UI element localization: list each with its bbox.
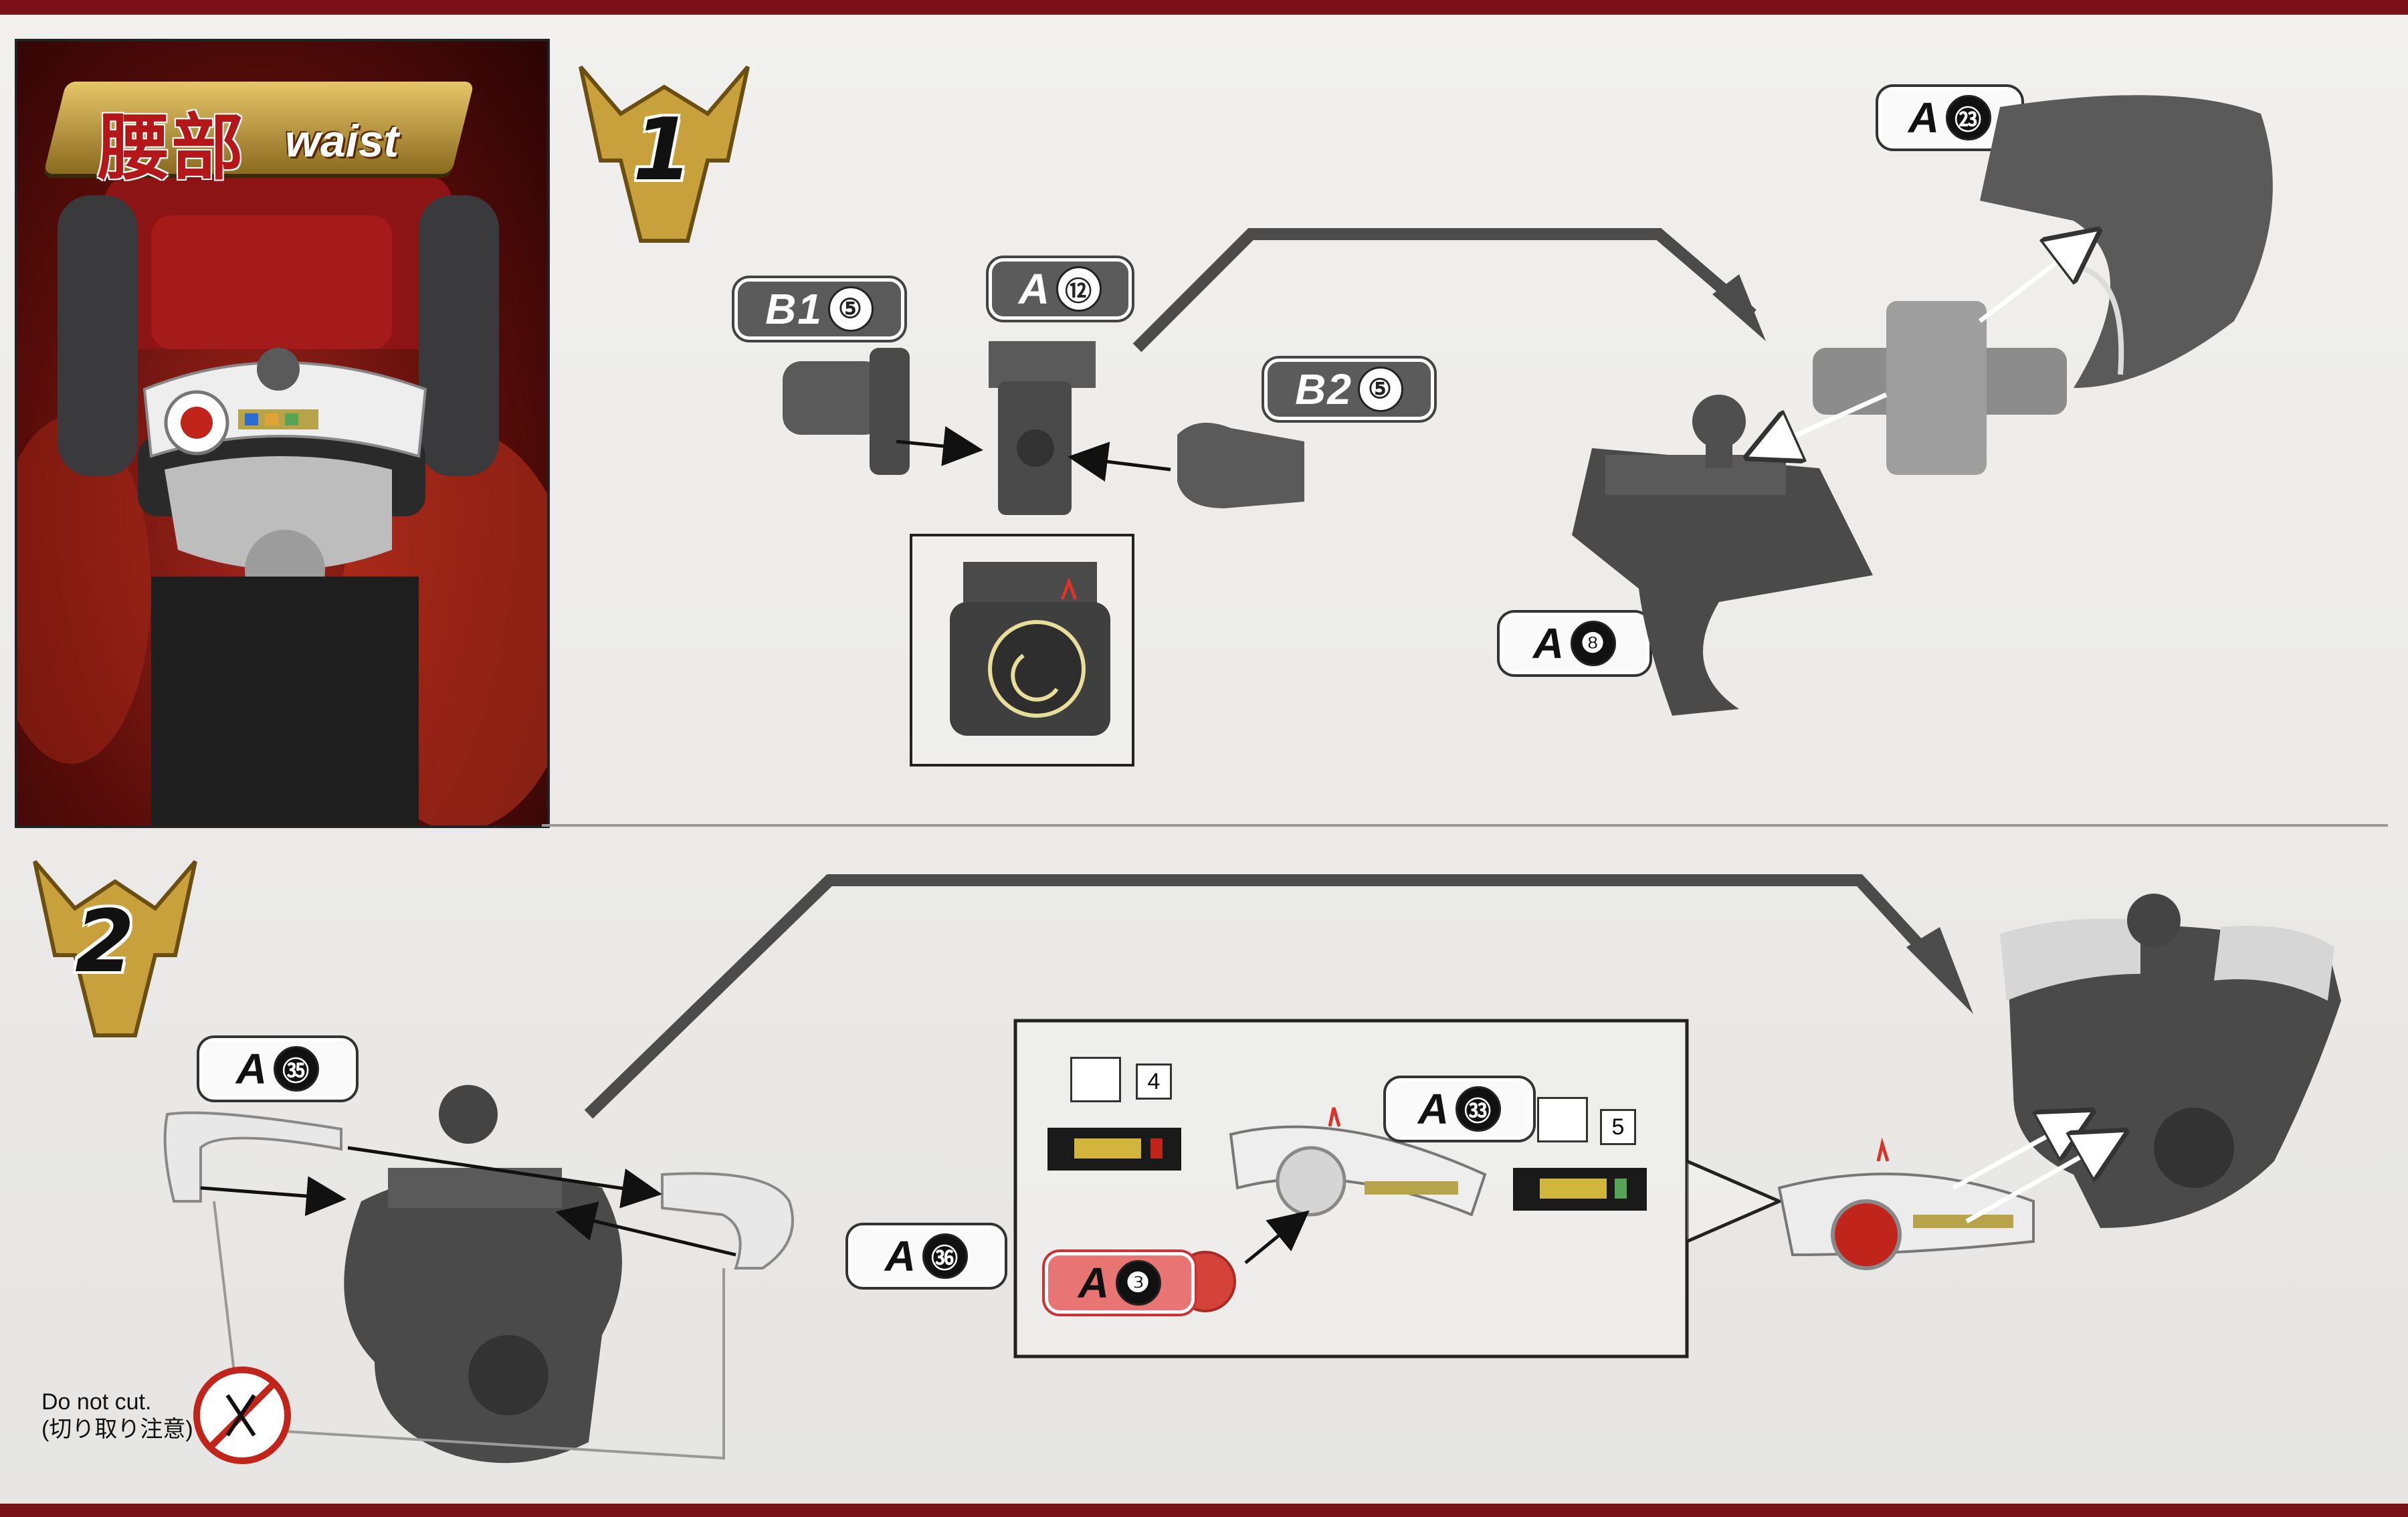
- arrow-icon: [555, 1201, 736, 1257]
- tag-number: ⑤: [1357, 367, 1403, 412]
- arrow-icon: [347, 1146, 662, 1209]
- bottom-frame: [0, 1504, 2408, 1517]
- tag-part: A: [1018, 265, 1051, 313]
- step-emblem-icon: [579, 66, 750, 243]
- part-a33: [1229, 1107, 1487, 1217]
- tag-part: A: [1417, 1085, 1451, 1133]
- part-a12: [989, 341, 1096, 515]
- part-a8: [1572, 395, 1873, 716]
- arrow-icon: [896, 426, 983, 466]
- arrow-icon: [1906, 927, 1973, 1014]
- tag-part: B2: [1295, 365, 1352, 413]
- waist-part-illustration: [151, 456, 419, 825]
- tag-number: ㉝: [1456, 1086, 1502, 1132]
- step2-emblem: 2: [28, 855, 202, 1055]
- step-emblem-icon: [33, 860, 197, 1037]
- arrow-icon: [1068, 441, 1171, 482]
- step-flow-arrow: [584, 874, 1944, 1119]
- tag-number: ❽: [1571, 621, 1617, 666]
- section-title-jp: 腰部: [98, 106, 245, 190]
- arrow-icon: [1965, 1134, 2120, 1224]
- part-a23: [1978, 95, 2273, 388]
- step-divider: [542, 824, 2388, 827]
- arrow-icon: [200, 1176, 346, 1217]
- warning-jp: (切り取り注意): [41, 1416, 193, 1442]
- step2-diagram: [163, 874, 2341, 1464]
- hero-figure-panel: 腰部 waist: [15, 39, 550, 828]
- step-flow-arrow: [1132, 228, 1757, 352]
- tag-number: ㉟: [274, 1046, 320, 1092]
- belt-illustration: [142, 348, 427, 458]
- tag-number: ㉓: [1946, 95, 1992, 140]
- step1-number: 1: [633, 100, 693, 200]
- part-a36: [661, 1172, 794, 1270]
- top-frame: [0, 0, 2408, 15]
- sticker-cut-icon: [1537, 1097, 1588, 1142]
- sticker-number-4: 4: [1136, 1064, 1172, 1100]
- tag-part: B1: [765, 285, 823, 333]
- step1-emblem: 1: [574, 60, 755, 261]
- no-cut-icon: [193, 1367, 291, 1464]
- tag-number: ❸: [1116, 1260, 1162, 1306]
- step2-number: 2: [75, 892, 135, 992]
- tag-part: A: [884, 1232, 918, 1280]
- tag-number: ⑫: [1056, 266, 1102, 312]
- figure-illustration: [17, 175, 547, 825]
- callout-line: [213, 1201, 725, 1460]
- arrow-icon: [1952, 1114, 2087, 1191]
- tag-part: A: [1532, 619, 1566, 668]
- tag-part: A: [1078, 1259, 1111, 1307]
- step1-diagram: [783, 95, 2273, 767]
- warning-en: Do not cut.: [41, 1389, 152, 1415]
- arrow-icon: [1712, 274, 1766, 341]
- part-a35: [163, 1111, 342, 1203]
- part-b2-5: [1177, 423, 1304, 508]
- waist-assembled: [2000, 894, 2341, 1228]
- part-a23-sub: [1752, 301, 2067, 475]
- tag-part: A: [235, 1045, 269, 1093]
- tag-part: A: [1908, 94, 1941, 142]
- waist-body: [344, 1085, 622, 1463]
- section-title-en: waist: [285, 116, 399, 167]
- sticker-5: [1513, 1168, 1647, 1211]
- arrow-icon: [1244, 1210, 1310, 1264]
- do-not-cut-warning: Do not cut. (切り取り注意): [41, 1389, 193, 1443]
- detail-inset: [910, 534, 1134, 767]
- part-b1-5: [783, 348, 910, 475]
- sticker-number-5: 5: [1600, 1109, 1636, 1145]
- sticker-4: [1047, 1128, 1181, 1171]
- sticker-cut-icon: [1070, 1057, 1121, 1102]
- belt-assembled: [1777, 1137, 2035, 1270]
- tag-number: ⑤: [827, 286, 874, 332]
- tag-number: ㊱: [922, 1233, 969, 1279]
